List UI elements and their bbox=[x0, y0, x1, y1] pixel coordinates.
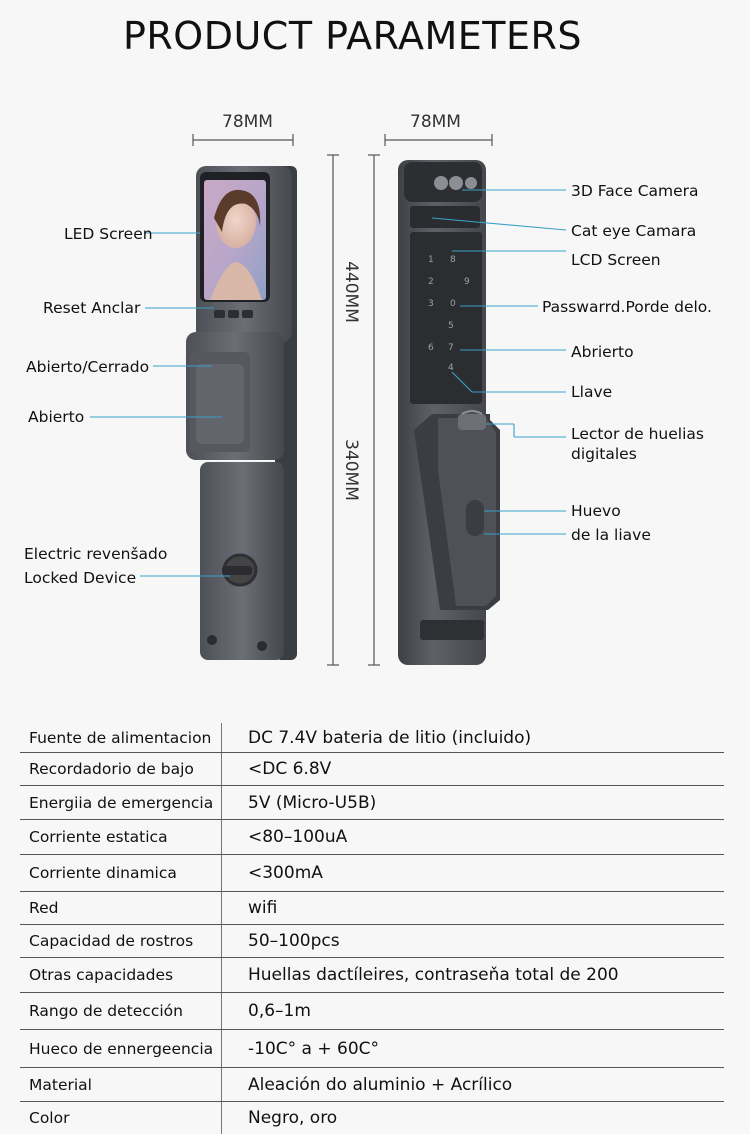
spec-value: DC 7.4V bateria de litio (incluido) bbox=[248, 727, 532, 748]
table-row: Capacidad de rostros 50–100pcs bbox=[20, 925, 724, 958]
keypad-key-0[interactable]: 0 bbox=[450, 299, 456, 309]
label-llave: Llave bbox=[571, 383, 613, 401]
spec-key: Otras capacidades bbox=[20, 958, 222, 992]
table-row: Rango de detección 0,6–1m bbox=[20, 993, 724, 1030]
spec-key: Energiia de emergencia bbox=[20, 786, 222, 819]
keypad-key-4[interactable]: 4 bbox=[448, 363, 454, 373]
spec-value: 5V (Micro-U5B) bbox=[248, 792, 377, 813]
keypad-key-7[interactable]: 7 bbox=[448, 343, 454, 353]
table-row: Corriente dinamica <300mA bbox=[20, 855, 724, 892]
table-row: Corriente estatica <80–100uA bbox=[20, 820, 724, 855]
label-key-2: de la liave bbox=[571, 526, 651, 544]
spec-key: Corriente dinamica bbox=[20, 855, 222, 891]
spec-key: Hueco de ennergeencia bbox=[20, 1030, 222, 1067]
table-row: Otras capacidades Huellas dactíleires, c… bbox=[20, 958, 724, 993]
spec-value: -10C° a + 60C° bbox=[248, 1038, 380, 1059]
label-face-camera: 3D Face Camera bbox=[571, 182, 699, 200]
spec-key: Material bbox=[20, 1068, 222, 1101]
spec-value: 0,6–1m bbox=[248, 1001, 311, 1021]
label-electric-2: Locked Device bbox=[24, 569, 137, 587]
keypad-key-5[interactable]: 5 bbox=[448, 321, 454, 331]
table-row: Energiia de emergencia 5V (Micro-U5B) bbox=[20, 786, 724, 820]
label-lcd-screen: LCD Screen bbox=[571, 251, 661, 269]
product-figure: 1 8 2 9 3 0 5 6 7 4 bbox=[90, 134, 567, 666]
keypad-key-8[interactable]: 8 bbox=[450, 255, 456, 265]
table-row: Recordadorio de bajo <DC 6.8V bbox=[20, 753, 724, 786]
spec-key: Capacidad de rostros bbox=[20, 925, 222, 957]
spec-value: Negro, oro bbox=[248, 1108, 338, 1128]
label-open-close: Abierto/Cerrado bbox=[26, 358, 150, 376]
label-cat-eye: Cat eye Camara bbox=[571, 222, 697, 240]
label-abrierto: Abrierto bbox=[571, 343, 634, 361]
total-height-label: 440MM bbox=[340, 261, 361, 323]
label-fingerprint-1: Lector de huelias bbox=[571, 425, 704, 443]
body-height-label: 340MM bbox=[340, 439, 361, 501]
front-width-label: 78MM bbox=[222, 112, 273, 132]
label-fingerprint-2: digitales bbox=[571, 445, 637, 463]
spec-key: Color bbox=[20, 1102, 222, 1134]
keypad-key-3[interactable]: 3 bbox=[428, 299, 434, 309]
spec-value: Huellas dactíleires, contraseňa total de… bbox=[248, 965, 619, 985]
specs-table: Fuente de alimentacion DC 7.4V bateria d… bbox=[20, 723, 724, 1134]
spec-value: Aleación do aluminio + Acrílico bbox=[248, 1074, 513, 1095]
label-electric-1: Electric revenšado bbox=[24, 545, 168, 563]
label-reset: Reset Anclar bbox=[43, 299, 141, 317]
front-lock bbox=[186, 166, 297, 660]
table-row: Color Negro, oro bbox=[20, 1102, 724, 1134]
spec-key: Red bbox=[20, 892, 222, 924]
spec-value: wifi bbox=[248, 898, 278, 918]
dimension-lines bbox=[192, 134, 493, 666]
table-row: Fuente de alimentacion DC 7.4V bateria d… bbox=[20, 723, 724, 753]
side-width-label: 78MM bbox=[410, 112, 461, 132]
spec-key: Recordadorio de bajo bbox=[20, 753, 222, 785]
label-led-screen: LED Screen bbox=[64, 225, 153, 243]
label-key-1: Huevo bbox=[571, 502, 621, 520]
page-title: PRODUCT PARAMETERS bbox=[122, 14, 582, 58]
side-lock: 1 8 2 9 3 0 5 6 7 4 bbox=[398, 160, 500, 665]
keypad-key-9[interactable]: 9 bbox=[464, 277, 470, 287]
spec-key: Rango de detección bbox=[20, 993, 222, 1029]
table-row: Material Aleación do aluminio + Acrílico bbox=[20, 1068, 724, 1102]
keypad-key-1[interactable]: 1 bbox=[428, 255, 434, 265]
spec-value: <300mA bbox=[248, 863, 323, 883]
table-row: Red wifi bbox=[20, 892, 724, 925]
leader-lines bbox=[90, 189, 567, 577]
keypad-key-6[interactable]: 6 bbox=[428, 343, 434, 353]
table-row: Hueco de ennergeencia -10C° a + 60C° bbox=[20, 1030, 724, 1068]
keypad-key-2[interactable]: 2 bbox=[428, 277, 434, 287]
spec-value: <80–100uA bbox=[248, 827, 348, 847]
spec-key: Corriente estatica bbox=[20, 820, 222, 854]
spec-value: 50–100pcs bbox=[248, 931, 340, 951]
label-password: Passwarrd.Porde delo. bbox=[542, 298, 712, 316]
spec-key: Fuente de alimentacion bbox=[20, 723, 222, 752]
spec-value: <DC 6.8V bbox=[248, 759, 332, 779]
label-open: Abierto bbox=[28, 408, 85, 426]
